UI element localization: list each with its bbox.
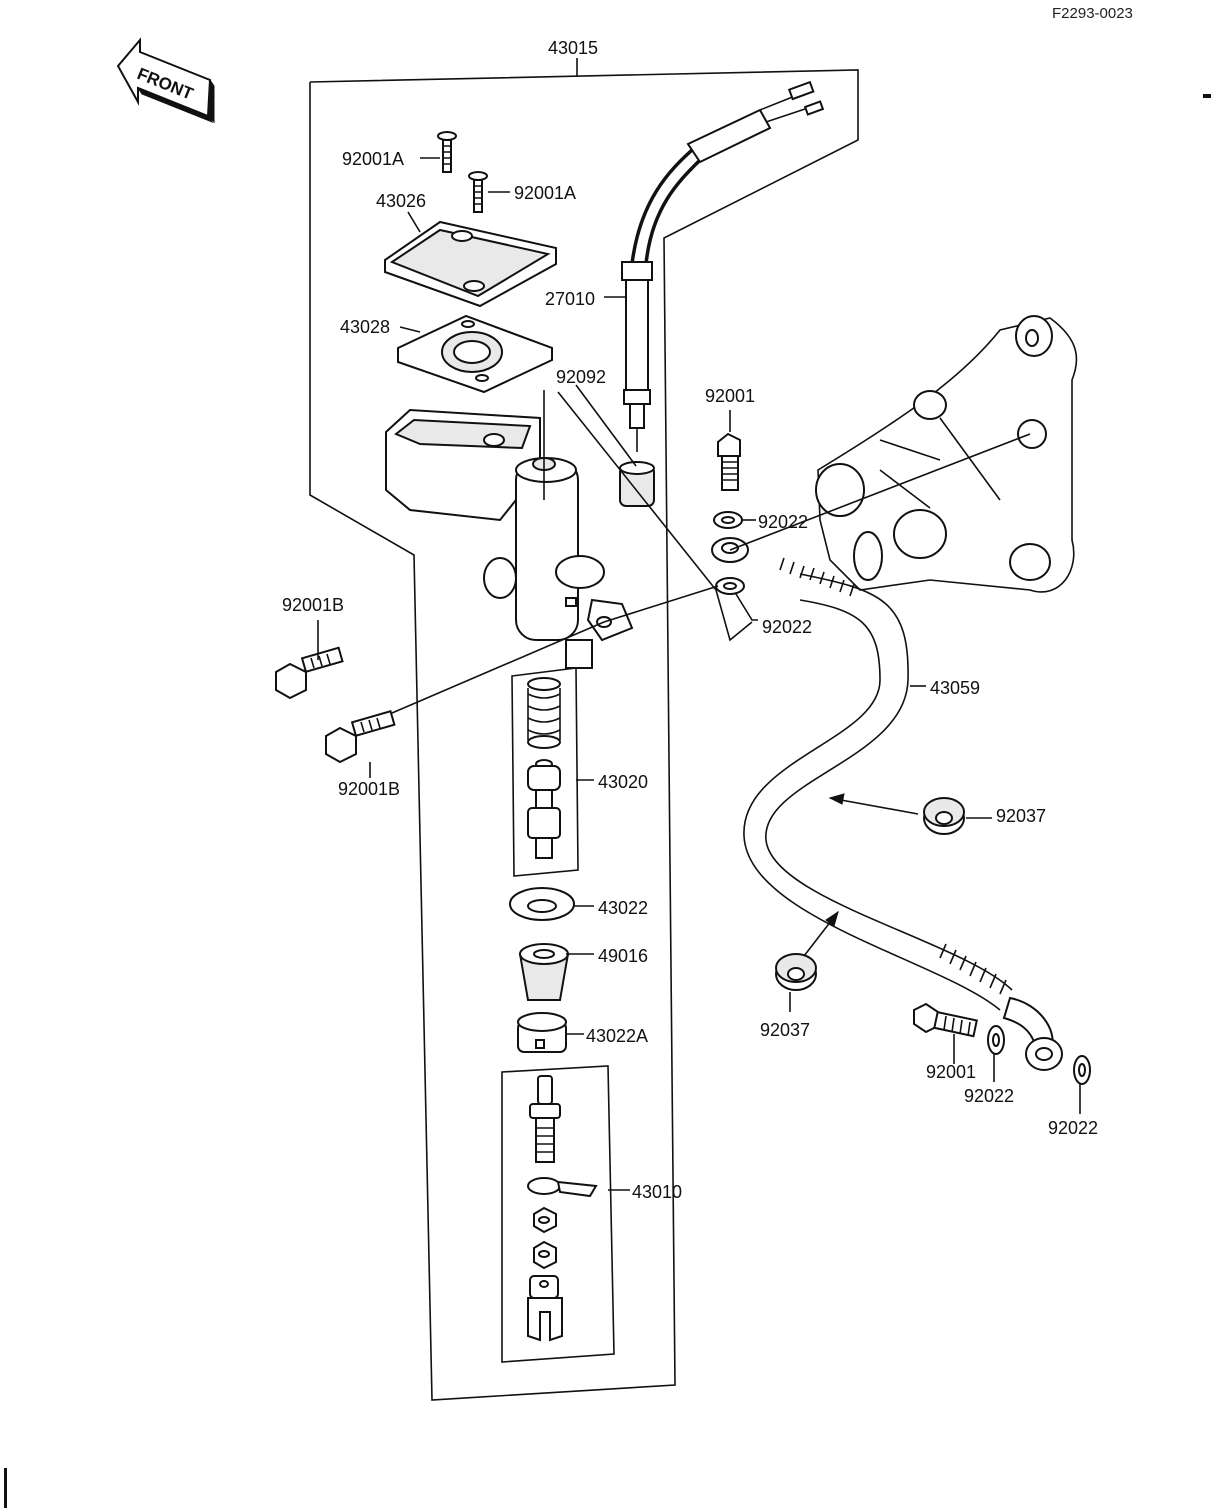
part-label-43010: 43010	[632, 1182, 682, 1202]
part-label-92022-1: 92022	[758, 512, 808, 532]
seal-43022-icon	[509, 887, 575, 921]
part-label-43015: 43015	[548, 38, 598, 58]
banjo-bolt-92001-icon	[913, 1002, 978, 1038]
piston-kit-43020-box	[511, 667, 579, 877]
reference-code: F2293-0023	[1052, 5, 1133, 22]
part-label-92001a-2: 92001A	[514, 183, 576, 203]
nut-icon	[533, 1240, 557, 1270]
washer-92022-icon	[987, 1025, 1005, 1055]
grommet-92037-icon	[923, 797, 965, 835]
part-label-92037-2: 92037	[760, 1020, 810, 1040]
washer-92022-icon	[1073, 1055, 1091, 1085]
banjo-bolt-92001-icon	[717, 432, 741, 491]
washer-92022-icon	[713, 511, 743, 529]
part-label-92001b-1: 92001B	[282, 595, 344, 615]
assembly-outline-43015	[309, 69, 859, 1401]
boot-92092-icon	[619, 461, 655, 507]
part-label-92022-4: 92022	[1048, 1118, 1098, 1138]
part-label-92001b-2: 92001B	[338, 779, 400, 799]
part-label-92037-1: 92037	[996, 806, 1046, 826]
diaphragm-43028-icon	[397, 314, 553, 394]
nut-icon	[533, 1206, 557, 1234]
cup-43022a-icon	[517, 1012, 567, 1053]
clevis-icon	[527, 1275, 563, 1342]
lock-plate-icon	[527, 1177, 598, 1198]
piston-icon	[527, 759, 561, 859]
part-label-43020: 43020	[598, 772, 648, 792]
screw-92001a-icon	[437, 131, 457, 173]
scan-mark	[4, 1468, 7, 1508]
washer-92022-icon	[715, 577, 745, 595]
brake-light-switch-27010-icon	[621, 80, 825, 452]
frame-bracket-icon	[815, 315, 1078, 593]
push-rod-icon	[529, 1075, 561, 1163]
part-label-27010: 27010	[545, 289, 595, 309]
bush-49016-icon	[518, 943, 570, 1001]
part-label-49016: 49016	[598, 946, 648, 966]
part-label-43022: 43022	[598, 898, 648, 918]
front-arrow-icon: FRONT	[116, 37, 215, 124]
part-label-92022-2: 92022	[762, 617, 812, 637]
scan-mark	[1203, 94, 1211, 98]
reservoir-cap-43026-icon	[384, 220, 557, 308]
part-label-92022-3: 92022	[964, 1086, 1014, 1106]
spring-icon	[527, 677, 561, 749]
part-label-92001a-1: 92001A	[342, 149, 404, 169]
part-label-43059: 43059	[930, 678, 980, 698]
flange-bolt-92001b-icon	[325, 710, 396, 764]
part-label-43026: 43026	[376, 191, 426, 211]
master-cylinder-body-icon	[385, 408, 634, 669]
screw-92001a-icon	[468, 171, 488, 213]
part-label-43028: 43028	[340, 317, 390, 337]
brake-hose-43059-icon	[743, 557, 1063, 1071]
push-rod-43010-box	[501, 1065, 615, 1363]
part-label-43022a: 43022A	[586, 1026, 648, 1046]
part-label-92001-top: 92001	[705, 386, 755, 406]
grommet-92037-icon	[775, 953, 817, 991]
part-label-92001-bottom: 92001	[926, 1062, 976, 1082]
flange-bolt-92001b-icon	[275, 646, 344, 700]
part-label-92092: 92092	[556, 367, 606, 387]
